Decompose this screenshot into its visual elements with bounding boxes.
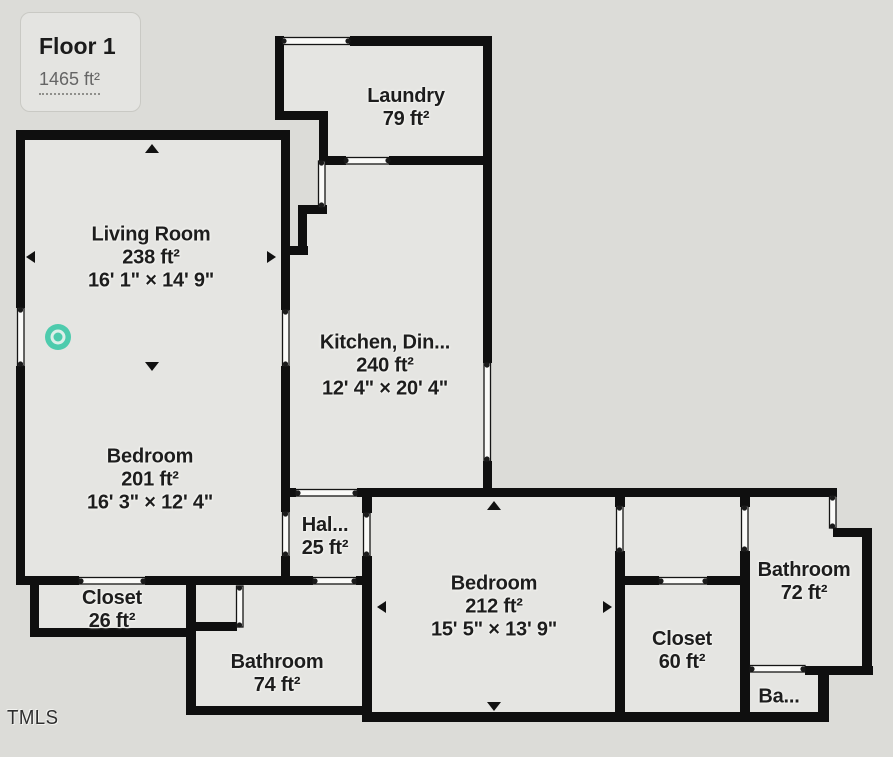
room-name: Ba... bbox=[758, 685, 800, 708]
room-label-closet-2: Closet 60 ft² bbox=[652, 628, 712, 674]
room-dimensions: 16' 3" × 12' 4" bbox=[86, 491, 214, 514]
arrow-left-icon bbox=[26, 251, 35, 263]
room-label-kitchen-dining: Kitchen, Din... 240 ft² 12' 4" × 20' 4" bbox=[319, 331, 451, 401]
opening-end-dots bbox=[17, 38, 836, 672]
room-label-bathroom-2: Bathroom 72 ft² bbox=[758, 559, 851, 605]
room-label-bedroom-1: Bedroom 201 ft² 16' 3" × 12' 4" bbox=[87, 446, 213, 515]
tmls-watermark: TMLS bbox=[7, 707, 59, 729]
room-name: Bathroom bbox=[757, 559, 851, 581]
room-dimensions: 15' 5" × 13' 9" bbox=[430, 618, 558, 641]
floor-title: Floor 1 bbox=[39, 33, 116, 59]
room-name: Closet bbox=[652, 628, 712, 650]
room-area: 240 ft² bbox=[356, 354, 414, 377]
room-area: 79 ft² bbox=[382, 108, 430, 130]
room-name: Closet bbox=[82, 587, 142, 609]
walls bbox=[16, 36, 873, 722]
arrow-up-icon bbox=[487, 501, 501, 510]
room-area: 201 ft² bbox=[121, 468, 179, 491]
room-name: Living Room bbox=[91, 223, 211, 246]
room-area: 74 ft² bbox=[253, 674, 301, 696]
arrow-right-icon bbox=[603, 601, 612, 613]
room-name: Bedroom bbox=[450, 572, 538, 595]
room-fills bbox=[20, 40, 864, 718]
floor-card[interactable]: Floor 1 1465 ft² bbox=[20, 12, 141, 112]
room-name: Bedroom bbox=[106, 445, 194, 468]
room-label-living-room: Living Room 238 ft² 16' 1" × 14' 9" bbox=[88, 224, 214, 293]
room-label-hall: Hal... 25 ft² bbox=[302, 514, 349, 560]
room-label-laundry: Laundry 79 ft² bbox=[367, 85, 445, 131]
room-area: 26 ft² bbox=[88, 610, 136, 632]
arrow-left-icon bbox=[377, 601, 386, 613]
direction-arrows bbox=[26, 144, 612, 711]
room-area: 212 ft² bbox=[465, 595, 523, 618]
room-label-bathroom-3: Ba... bbox=[758, 686, 799, 709]
room-dimensions: 12' 4" × 20' 4" bbox=[321, 377, 449, 400]
arrow-right-icon bbox=[267, 251, 276, 263]
room-label-bedroom-2: Bedroom 212 ft² 15' 5" × 13' 9" bbox=[431, 573, 557, 642]
arrow-up-icon bbox=[145, 144, 159, 153]
arrow-down-icon bbox=[487, 702, 501, 711]
room-area: 238 ft² bbox=[122, 246, 180, 269]
camera-location-marker[interactable] bbox=[45, 324, 71, 350]
room-area: 25 ft² bbox=[301, 537, 349, 559]
arrow-down-icon bbox=[145, 362, 159, 371]
room-name: Bathroom bbox=[230, 651, 324, 673]
room-label-closet-1: Closet 26 ft² bbox=[82, 587, 142, 633]
room-name: Laundry bbox=[367, 85, 445, 107]
room-name: Hal... bbox=[301, 514, 349, 536]
room-name: Kitchen, Din... bbox=[319, 331, 451, 354]
room-area: 72 ft² bbox=[780, 582, 828, 604]
room-area: 60 ft² bbox=[658, 651, 706, 673]
floor-total-area: 1465 ft² bbox=[39, 69, 101, 95]
room-label-bathroom-1: Bathroom 74 ft² bbox=[231, 651, 324, 697]
room-dimensions: 16' 1" × 14' 9" bbox=[87, 269, 215, 292]
